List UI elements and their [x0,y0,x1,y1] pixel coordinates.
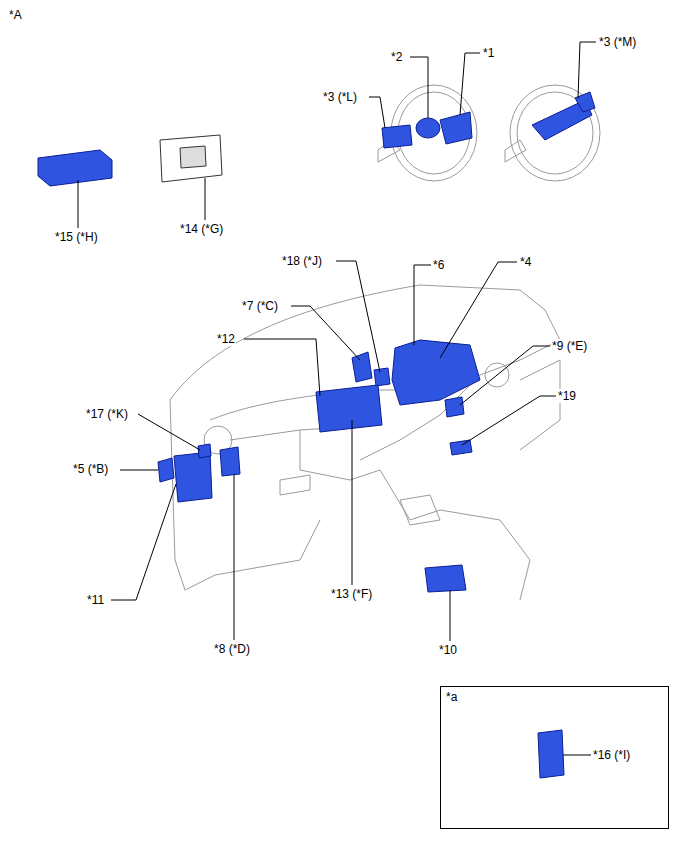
callout-label: *8 (*D) [213,642,251,656]
callout-label: *19 [557,389,577,403]
callout-label: *5 (*B) [72,462,109,476]
callout-label: *13 (*F) [330,587,373,601]
inset-label: *a [445,690,458,704]
callout-label: *14 (*G) [179,222,224,236]
callout-label: *15 (*H) [54,230,99,244]
callout-label: *3 (*L) [322,90,358,104]
callout-label: *1 [482,46,495,60]
callout-label: *17 (*K) [85,407,129,421]
callout-label: *10 [438,643,458,657]
callout-label: *6 [432,258,445,272]
callout-label: *12 [216,332,236,346]
callout-label: *11 [86,593,105,607]
callout-label: *A [8,8,23,22]
callout-label: *3 (*M) [598,35,637,49]
callout-label: *2 [390,50,403,64]
inset-frame: *a *16 (*I) [440,686,669,829]
callout-label: *18 (*J) [281,254,323,268]
callout-label: *7 (*C) [241,299,279,313]
callout-label: *9 (*E) [551,339,588,353]
callout-label: *16 (*I) [592,748,631,762]
callout-label: *4 [519,255,532,269]
